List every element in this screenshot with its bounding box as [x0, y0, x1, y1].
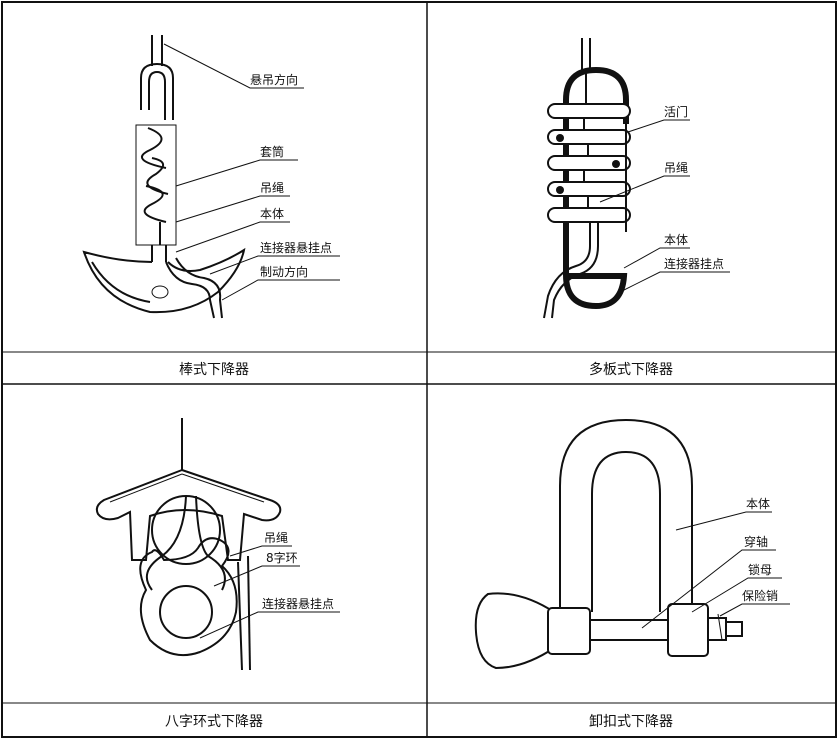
- multi-plate-descender-leaders: [599, 119, 730, 293]
- caption-figure-eight-descender: 八字环式下降器: [165, 714, 263, 730]
- label-connector-hanging-point: 连接器悬挂点: [260, 240, 332, 255]
- caption-rack-descender: 棒式下降器: [179, 362, 249, 378]
- label-suspension-direction: 悬吊方向: [250, 72, 298, 87]
- label-figure-eight-ring: 8字环: [266, 550, 298, 565]
- label-lock-nut: 锁母: [748, 562, 772, 577]
- label-rope: 吊绳: [664, 161, 688, 175]
- rack-descender-drawing: [82, 35, 246, 319]
- panel-figure-eight-descender: 吊绳 8字环 连接器悬挂点 八字环式下降器: [95, 418, 340, 730]
- label-gate: 活门: [664, 104, 688, 119]
- label-connector-hanging-point: 连接器挂点: [664, 256, 724, 271]
- panel-shackle-descender: 本体 穿轴 锁母 保险销 卸扣式下降器: [474, 418, 790, 730]
- caption-shackle-descender: 卸扣式下降器: [589, 714, 673, 730]
- caption-multi-plate-descender: 多板式下降器: [589, 361, 673, 378]
- label-rope: 吊绳: [264, 531, 288, 545]
- label-body: 本体: [746, 497, 770, 511]
- label-sleeve: 套筒: [260, 144, 284, 159]
- figure-eight-descender-drawing: [95, 418, 282, 671]
- label-braking-direction: 制动方向: [260, 264, 308, 279]
- label-body: 本体: [260, 207, 284, 221]
- label-body: 本体: [664, 233, 688, 247]
- panel-multi-plate-descender: 活门 吊绳 本体 连接器挂点 多板式下降器: [543, 38, 730, 378]
- shackle-descender-drawing: [474, 418, 743, 670]
- label-axle: 穿轴: [744, 534, 768, 549]
- panel-rack-descender: 悬吊方向 套筒 吊绳 本体 连接器悬挂点 制动方向 棒式下降器: [82, 35, 340, 378]
- label-safety-pin: 保险销: [742, 588, 778, 603]
- multi-plate-descender-drawing: [543, 38, 631, 319]
- figure-eight-descender-leaders: [199, 545, 340, 639]
- shackle-descender-leaders: [641, 511, 790, 629]
- rack-descender-leaders: [163, 43, 340, 301]
- label-rope: 吊绳: [260, 181, 284, 195]
- label-connector-hanging-point: 连接器悬挂点: [262, 596, 334, 611]
